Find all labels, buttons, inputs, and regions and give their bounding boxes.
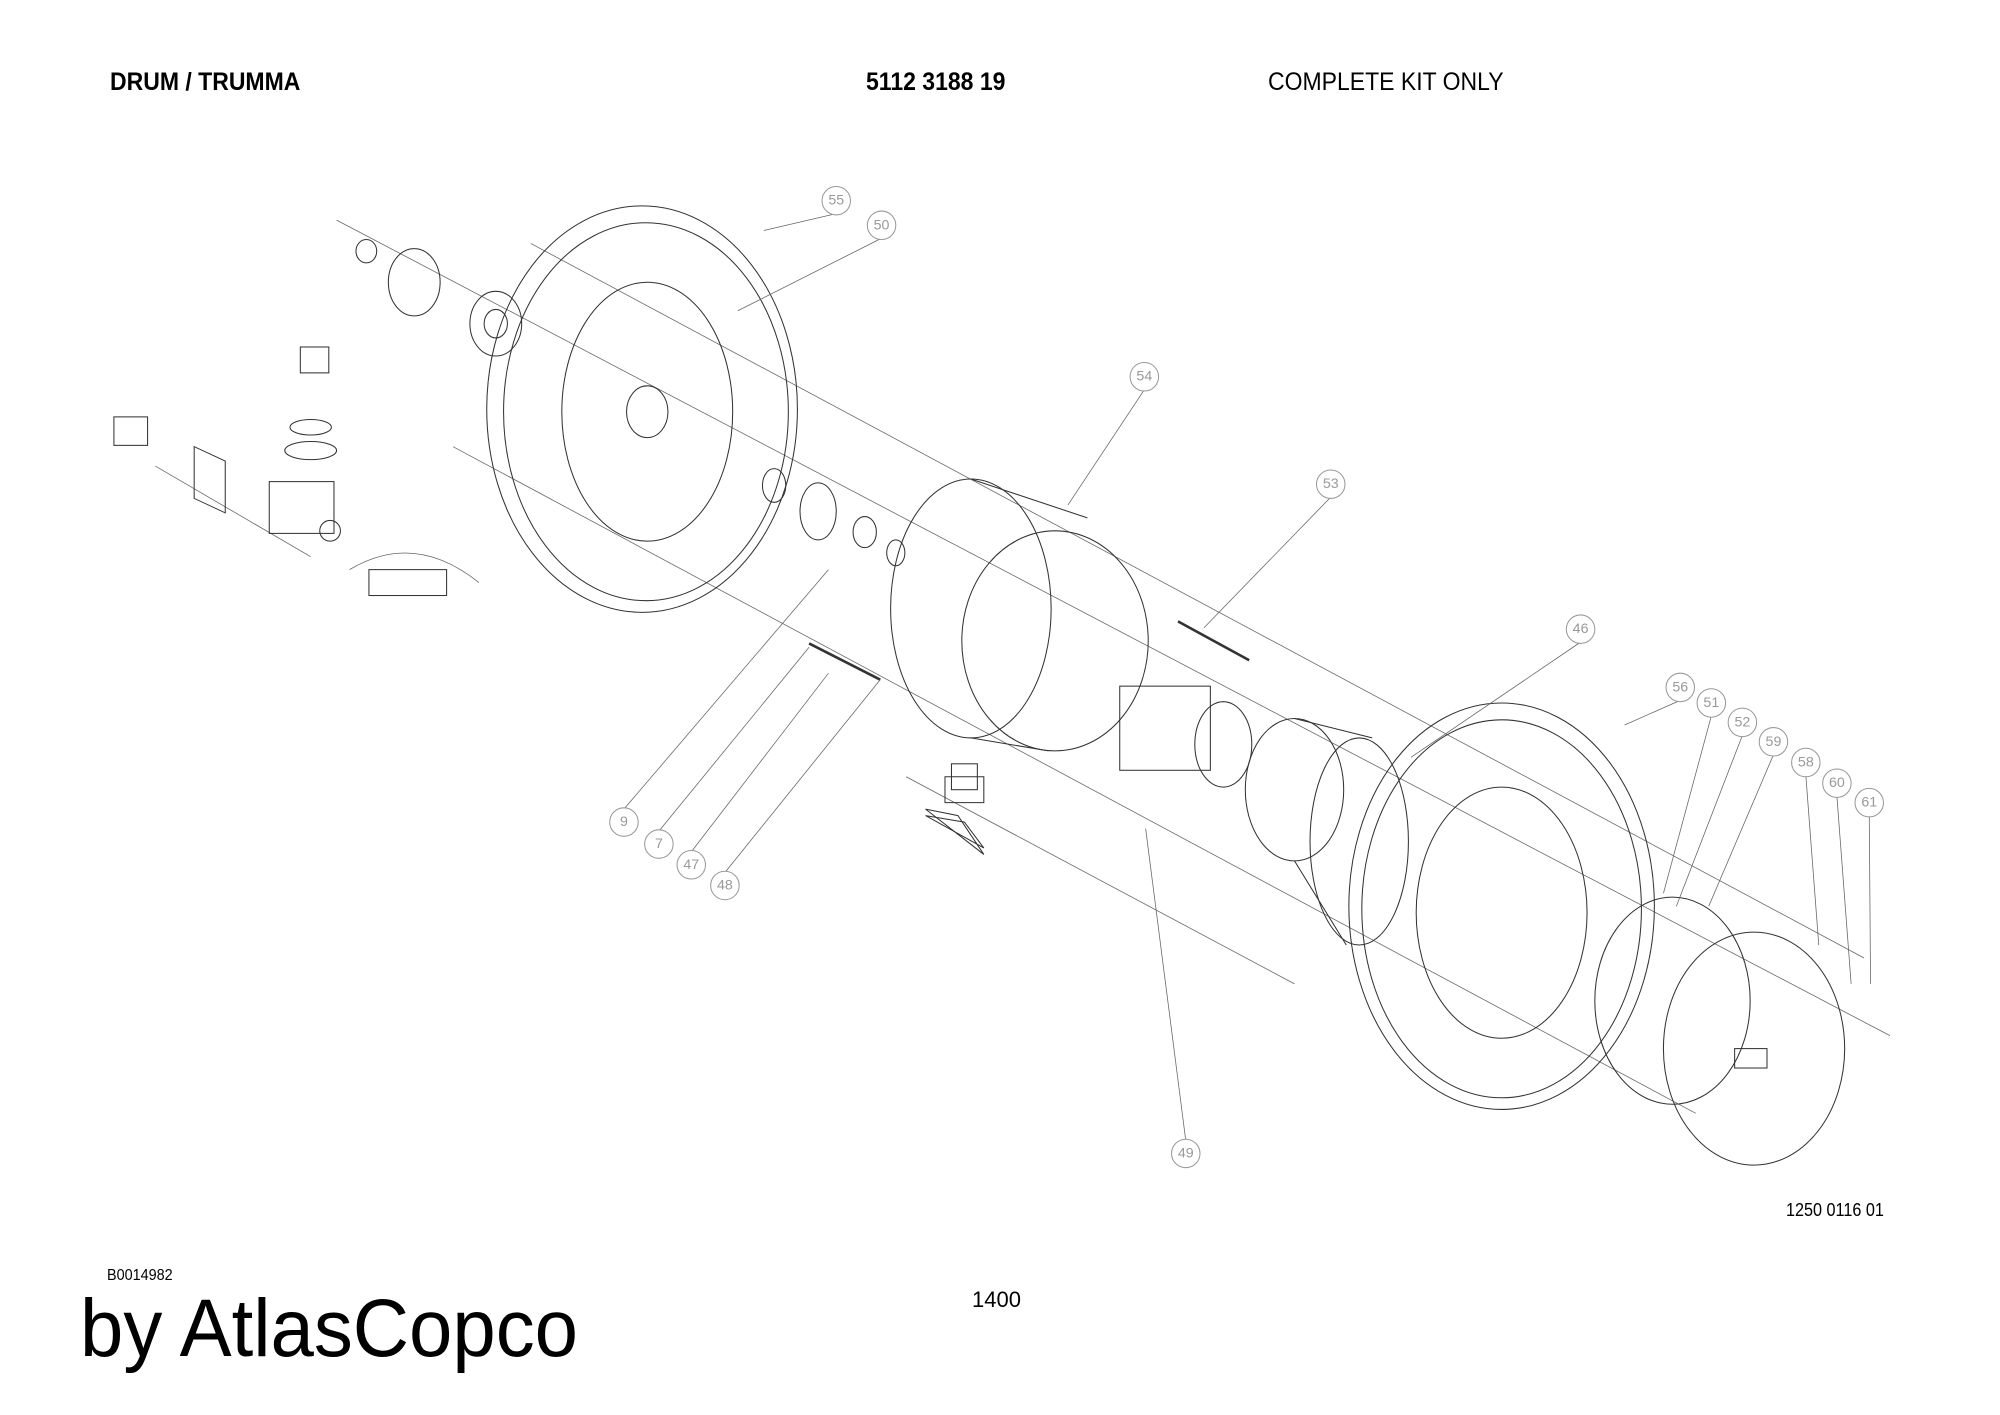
callout-61: 61 bbox=[1854, 787, 1885, 818]
brand-logo-text: by AtlasCopco bbox=[80, 1283, 578, 1374]
drum-flange-right bbox=[1348, 702, 1655, 1110]
kit-note: COMPLETE KIT ONLY bbox=[1268, 68, 1504, 96]
callout-50: 50 bbox=[866, 210, 897, 241]
cover-discs bbox=[1594, 896, 1846, 1166]
callout-59: 59 bbox=[1758, 727, 1789, 757]
svg-text:7: 7 bbox=[655, 836, 663, 852]
bearing-parts bbox=[761, 468, 1250, 681]
svg-text:53: 53 bbox=[1323, 476, 1339, 492]
callout-56: 56 bbox=[1665, 672, 1696, 703]
svg-text:47: 47 bbox=[683, 857, 699, 873]
svg-text:58: 58 bbox=[1798, 755, 1814, 771]
svg-text:61: 61 bbox=[1861, 795, 1877, 811]
diagram-title: DRUM / TRUMMA bbox=[110, 68, 301, 96]
callout-49: 49 bbox=[1171, 1138, 1201, 1169]
svg-text:9: 9 bbox=[620, 814, 628, 830]
gearbox-assembly bbox=[113, 239, 985, 855]
callout-9: 9 bbox=[609, 807, 639, 837]
callout-48: 48 bbox=[710, 870, 740, 901]
callout-46: 46 bbox=[1565, 614, 1596, 644]
callout-53: 53 bbox=[1315, 469, 1346, 499]
svg-text:56: 56 bbox=[1672, 679, 1688, 695]
callout-55: 55 bbox=[821, 185, 852, 216]
svg-text:49: 49 bbox=[1178, 1145, 1194, 1161]
svg-text:59: 59 bbox=[1766, 734, 1782, 750]
svg-text:50: 50 bbox=[874, 217, 890, 233]
drawing-number: 1250 0116 01 bbox=[1786, 1200, 1884, 1220]
axis-lines bbox=[155, 219, 1891, 1114]
callout-60: 60 bbox=[1822, 768, 1852, 798]
callout-52: 52 bbox=[1727, 707, 1758, 738]
svg-text:60: 60 bbox=[1829, 775, 1845, 791]
reference-code: B0014982 bbox=[107, 1267, 173, 1284]
part-number: 5112 3188 19 bbox=[866, 68, 1006, 96]
svg-text:48: 48 bbox=[717, 877, 733, 893]
ring-46 bbox=[1244, 717, 1409, 946]
callout-51: 51 bbox=[1696, 688, 1727, 718]
svg-text:54: 54 bbox=[1136, 369, 1152, 385]
svg-text:46: 46 bbox=[1573, 621, 1589, 637]
callout-leaders bbox=[623, 213, 1871, 1141]
callout-54: 54 bbox=[1129, 361, 1160, 392]
callout-47: 47 bbox=[676, 850, 707, 880]
drum-flange-left bbox=[486, 205, 798, 613]
svg-text:51: 51 bbox=[1703, 695, 1719, 711]
callout-7: 7 bbox=[644, 829, 674, 859]
callout-58: 58 bbox=[1791, 747, 1821, 778]
svg-text:52: 52 bbox=[1734, 714, 1750, 730]
svg-text:55: 55 bbox=[828, 193, 844, 209]
drum-cylinder bbox=[890, 478, 1253, 849]
page-number: 1400 bbox=[972, 1287, 1021, 1312]
